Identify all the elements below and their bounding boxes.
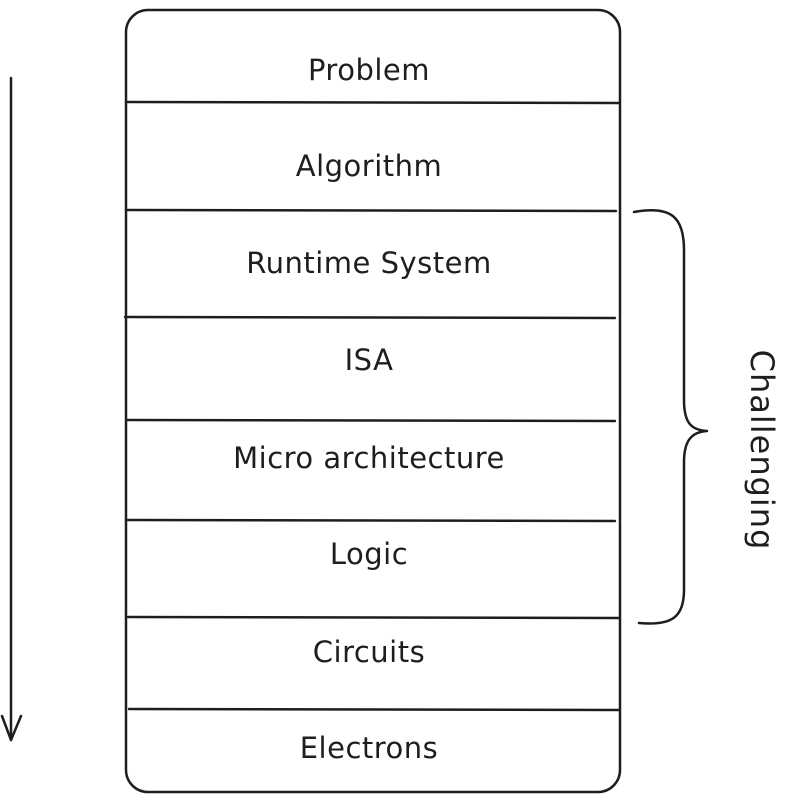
bracket-label: Challenging xyxy=(743,350,781,551)
layer-dividers xyxy=(123,100,621,712)
divider-4 xyxy=(125,418,617,423)
layer-label-micro-architecture: Micro architecture xyxy=(233,441,505,475)
divider-2 xyxy=(124,208,618,213)
divider-6 xyxy=(126,615,621,620)
divider-3 xyxy=(123,315,617,320)
divider-5 xyxy=(124,518,617,523)
layer-label-logic: Logic xyxy=(330,537,408,571)
layer-label-circuits: Circuits xyxy=(313,635,425,669)
layer-labels: Problem Algorithm Runtime System ISA Mic… xyxy=(233,53,505,765)
layer-label-runtime-system: Runtime System xyxy=(246,246,492,280)
downward-arrow xyxy=(0,76,23,742)
layer-label-problem: Problem xyxy=(308,53,430,87)
layer-label-electrons: Electrons xyxy=(300,731,439,765)
divider-7 xyxy=(127,707,621,712)
arrow-head-icon xyxy=(0,714,23,742)
layer-label-algorithm: Algorithm xyxy=(296,149,443,183)
layer-label-isa: ISA xyxy=(345,343,394,377)
curly-brace-icon xyxy=(632,208,709,625)
divider-1 xyxy=(124,100,621,105)
layer-stack-border xyxy=(124,8,622,794)
